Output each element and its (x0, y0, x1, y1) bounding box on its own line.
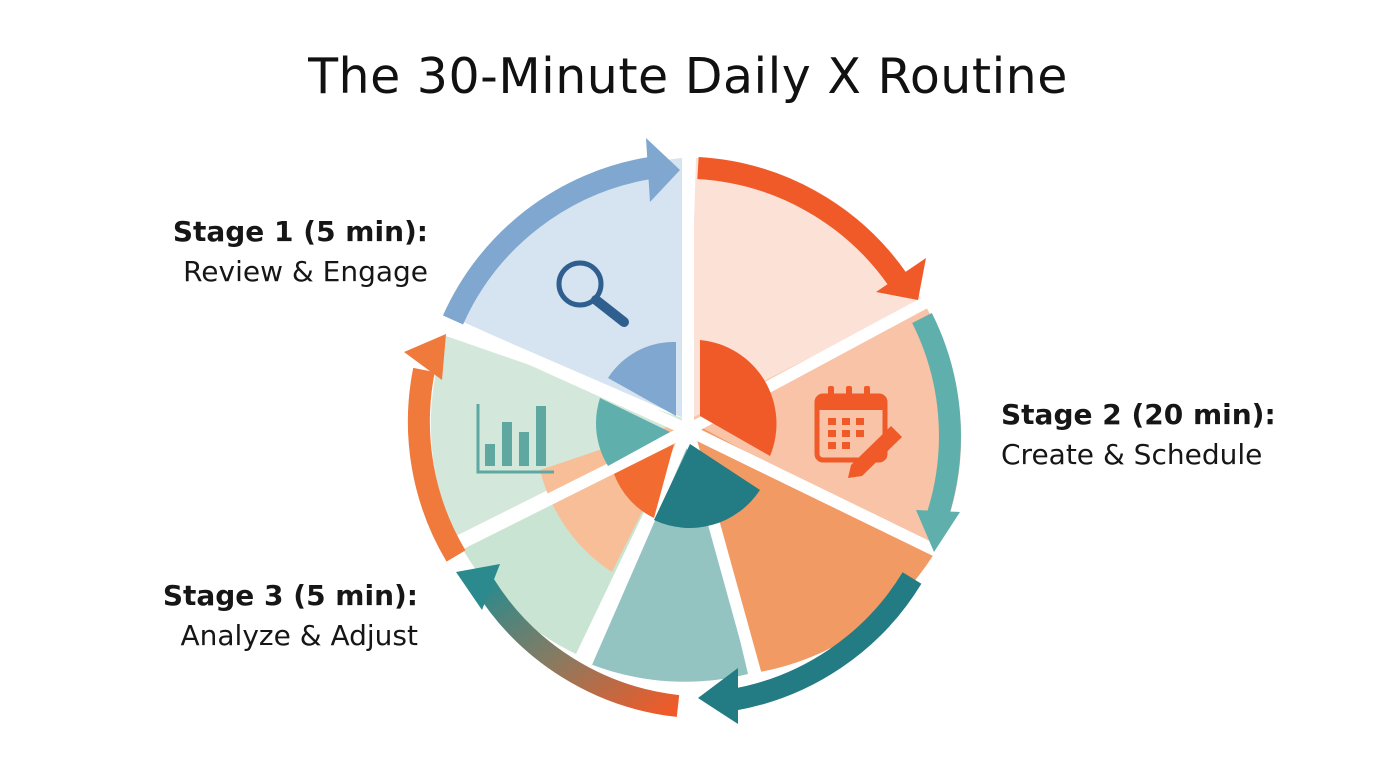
wedge-orange-bottom-right (688, 420, 934, 672)
arrowhead-orange-left (404, 334, 446, 380)
wedge-stage3-analyze (430, 336, 688, 536)
wedge-teal-bottom (590, 420, 748, 682)
arrowhead-teal-bottom (698, 668, 738, 724)
stage-3-subtitle: Analyze & Adjust (180, 619, 419, 652)
hub-teal-left (596, 398, 670, 466)
stage-2-heading: Stage 2 (20 min): (1001, 398, 1276, 431)
wedge-stage2-create-right (688, 300, 962, 554)
arrow-blue-stage1 (442, 157, 652, 325)
hub-blue (608, 341, 676, 416)
stage-1-label: Stage 1 (5 min): Review & Engage (128, 212, 428, 292)
stage-1-heading: Stage 1 (5 min): (172, 215, 428, 248)
arrow-teal-bottom-right (730, 572, 922, 711)
bar-chart-icon (476, 404, 554, 474)
cycle-arrows (407, 157, 961, 717)
arrow-heads (404, 138, 960, 724)
hub-orange-right (700, 340, 777, 456)
arrow-orange-left (407, 367, 466, 562)
arrowhead-teal-right (916, 510, 960, 552)
arrowhead-orange-top (876, 258, 926, 300)
page-title: The 30-Minute Daily X Routine (308, 48, 1068, 105)
arrow-orange-stage2 (697, 157, 908, 287)
magnifier-icon (556, 260, 629, 327)
wedge-group (430, 140, 962, 692)
wedge-stage2-create-top (688, 158, 922, 420)
arrow-gradient-bottom-left (474, 578, 680, 717)
stage-2-subtitle: Create & Schedule (1001, 438, 1263, 471)
arrowhead-gradient (456, 564, 500, 610)
arrow-teal-right (912, 313, 961, 518)
hub-orange-left (614, 444, 674, 518)
stage-3-heading: Stage 3 (5 min): (162, 579, 418, 612)
stage-2-label: Stage 2 (20 min): Create & Schedule (1001, 395, 1341, 475)
arrowhead-blue (646, 138, 680, 202)
calendar-pencil-icon (814, 386, 902, 478)
stage-1-subtitle: Review & Engage (183, 255, 428, 288)
stage-3-label: Stage 3 (5 min): Analyze & Adjust (118, 576, 418, 656)
hub-teal-bottom (654, 444, 760, 528)
